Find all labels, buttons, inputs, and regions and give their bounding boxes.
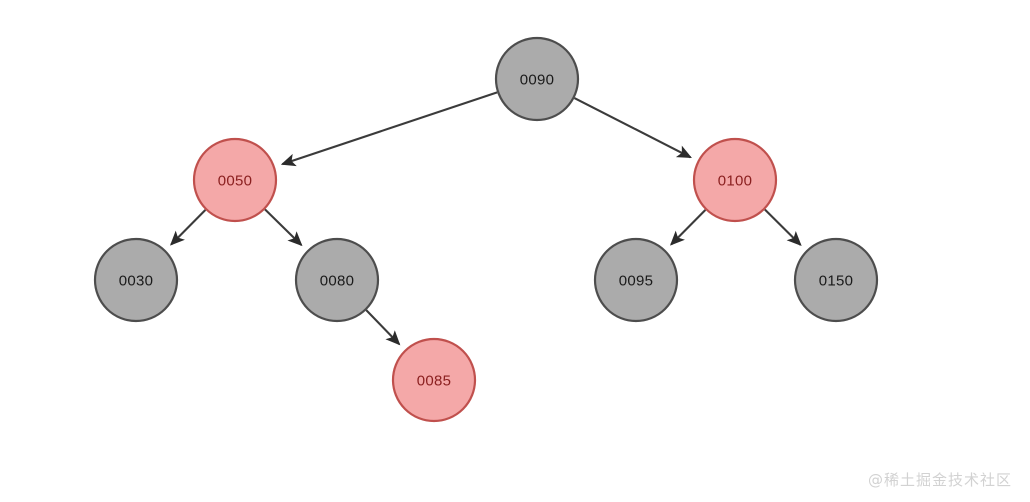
tree-node-0085[interactable]: 0085 [391,337,477,423]
node-label-0050: 0050 [218,173,253,190]
nodes-layer: 0090 0050 0100 0030 0080 0095 0150 0085 [93,36,879,423]
node-label-0150: 0150 [819,273,854,290]
tree-node-0095[interactable]: 0095 [593,237,679,323]
tree-edge-0090-to-0050 [280,91,498,167]
node-shape-0095 [593,237,679,323]
tree-node-0150[interactable]: 0150 [793,237,879,323]
node-shape-0030 [93,237,179,323]
tree-edge-0080-to-0085 [365,309,401,346]
watermark: @稀土掘金技术社区 [867,471,1012,489]
node-shape-0090 [494,36,580,122]
node-label-0095: 0095 [619,273,654,290]
node-shape-0085 [391,337,477,423]
tree-node-0080[interactable]: 0080 [294,237,380,323]
node-label-0080: 0080 [320,273,355,290]
tree-edge-0050-to-0080 [264,208,303,247]
node-label-0090: 0090 [520,72,555,89]
tree-node-0100[interactable]: 0100 [692,137,778,223]
node-label-0030: 0030 [119,273,154,290]
node-shape-0080 [294,237,380,323]
tree-edge-0100-to-0150 [764,208,802,247]
tree-edge-0090-to-0100 [573,97,692,159]
tree-edge-0050-to-0030 [169,209,207,246]
tree-node-0030[interactable]: 0030 [93,237,179,323]
node-label-0100: 0100 [718,173,753,190]
tree-edge-0100-to-0095 [669,209,707,246]
node-shape-0150 [793,237,879,323]
node-shape-0100 [692,137,778,223]
tree-node-0050[interactable]: 0050 [192,137,278,223]
node-label-0085: 0085 [417,373,452,390]
node-shape-0050 [192,137,278,223]
edges-layer [169,91,802,346]
tree-node-0090[interactable]: 0090 [494,36,580,122]
